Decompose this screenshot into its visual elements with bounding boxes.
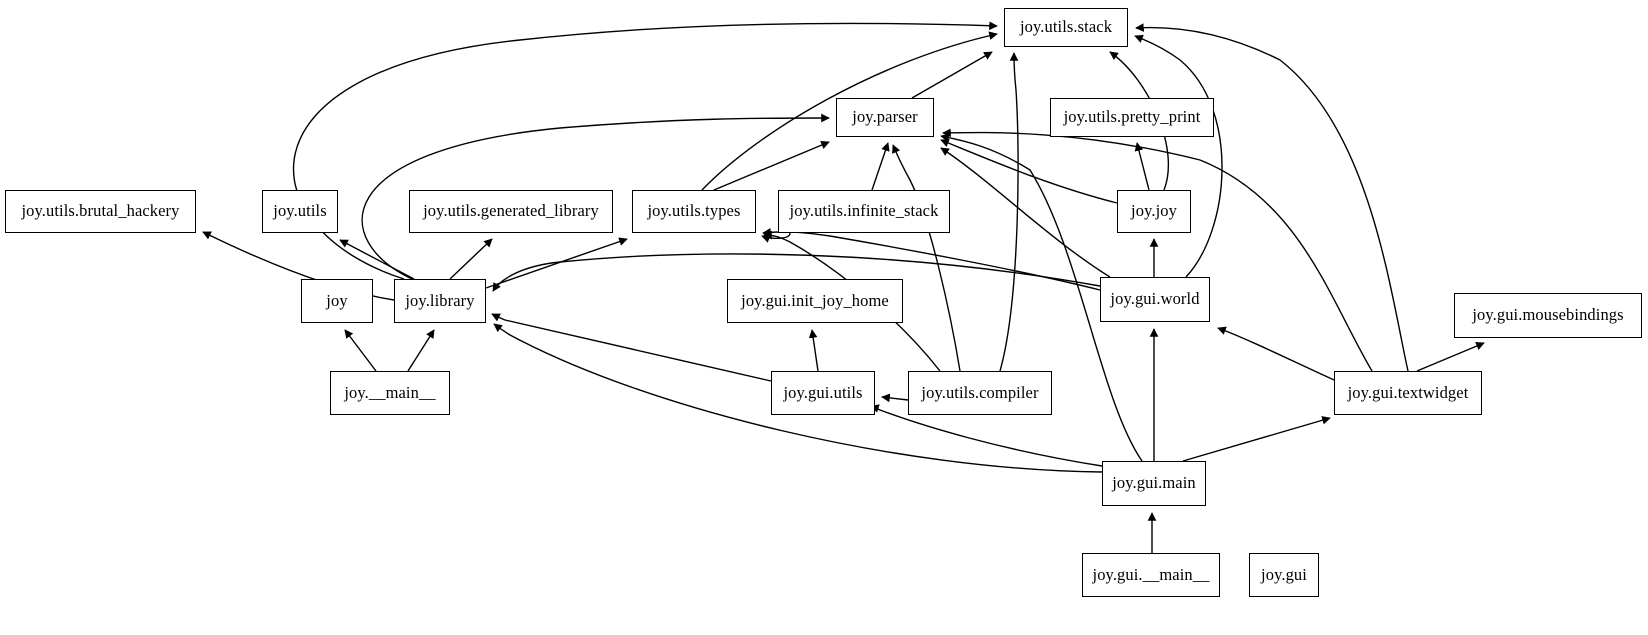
graph-node-joy-gui-utils[interactable]: joy.gui.utils: [771, 371, 875, 415]
node-label: joy.utils.stack: [1019, 17, 1113, 37]
graph-node-joy[interactable]: joy: [301, 279, 373, 323]
node-label: joy.utils.infinite_stack: [789, 201, 939, 221]
node-label: joy.gui.world: [1110, 289, 1200, 309]
node-label: joy.utils: [273, 201, 327, 221]
graph-node-joy-utils-stack[interactable]: joy.utils.stack: [1004, 8, 1128, 47]
graph-node-joy-utils-pretty-print[interactable]: joy.utils.pretty_print: [1050, 98, 1214, 137]
node-label: joy.utils.pretty_print: [1063, 107, 1201, 127]
graph-node-joy-utils-brutal-hackery[interactable]: joy.utils.brutal_hackery: [5, 190, 196, 233]
node-label: joy.library: [405, 290, 475, 310]
node-label: joy.gui.textwidget: [1347, 382, 1469, 402]
node-label: joy.gui.main: [1112, 473, 1196, 493]
node-label: joy.gui.utils: [783, 382, 863, 402]
node-label: joy.utils.types: [647, 201, 741, 221]
graph-node-joy-library[interactable]: joy.library: [394, 279, 486, 323]
graph-node-joy-gui-mousebindings[interactable]: joy.gui.mousebindings: [1454, 293, 1642, 338]
node-label: joy.gui.init_joy_home: [741, 290, 889, 310]
graph-node-joy-parser[interactable]: joy.parser: [836, 98, 934, 137]
graph-node-joy-joy[interactable]: joy.joy: [1117, 190, 1191, 233]
node-label: joy.gui.mousebindings: [1472, 305, 1624, 325]
graph-node-joy-gui-dunder-main[interactable]: joy.gui.__main__: [1082, 553, 1220, 597]
graph-node-joy-gui-textwidget[interactable]: joy.gui.textwidget: [1334, 371, 1482, 415]
graph-node-joy-gui[interactable]: joy.gui: [1249, 553, 1319, 597]
node-label: joy.gui: [1261, 564, 1307, 584]
node-label: joy.joy: [1131, 201, 1177, 221]
graph-node-joy-utils-compiler[interactable]: joy.utils.compiler: [908, 371, 1052, 415]
graph-node-joy-utils-generated-library[interactable]: joy.utils.generated_library: [409, 190, 613, 233]
graph-node-joy-gui-main[interactable]: joy.gui.main: [1102, 461, 1206, 506]
graph-node-joy-gui-world[interactable]: joy.gui.world: [1100, 277, 1210, 322]
node-label: joy: [326, 290, 348, 310]
graph-node-joy-utils-types[interactable]: joy.utils.types: [632, 190, 756, 233]
node-label: joy.utils.compiler: [921, 382, 1039, 402]
node-label: joy.utils.brutal_hackery: [21, 201, 180, 221]
graph-node-joy-main[interactable]: joy.__main__: [330, 371, 450, 415]
graph-node-joy-utils[interactable]: joy.utils: [262, 190, 338, 233]
node-label: joy.utils.generated_library: [423, 201, 599, 221]
graph-node-joy-gui-init-joy-home[interactable]: joy.gui.init_joy_home: [727, 279, 903, 323]
node-label: joy.parser: [852, 107, 918, 127]
graph-node-joy-utils-infinite-stack[interactable]: joy.utils.infinite_stack: [778, 190, 950, 233]
node-label: joy.__main__: [344, 382, 436, 402]
node-label: joy.gui.__main__: [1092, 564, 1210, 584]
